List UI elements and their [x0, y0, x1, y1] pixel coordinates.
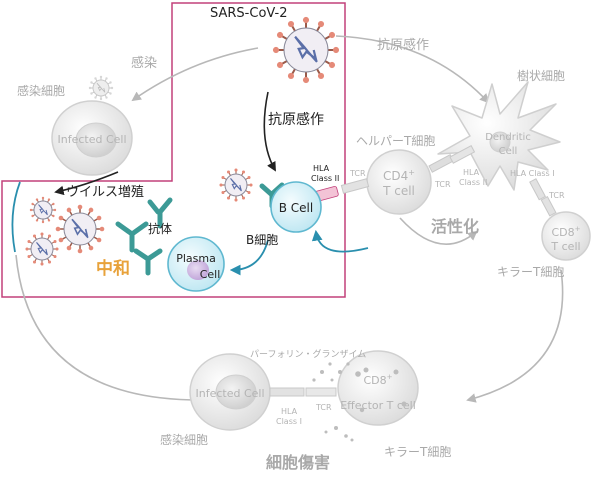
- infection-label: 感染: [131, 55, 157, 71]
- antibody-icon-1: [115, 221, 149, 253]
- killer-t-jp-label-bottom: キラーT細胞: [384, 445, 451, 459]
- plasma-cell-text-1: Plasma: [176, 252, 216, 265]
- cd8-text-1: CD8+: [551, 225, 580, 239]
- antibody-label: 抗体: [148, 221, 172, 236]
- antibody-icon-2: [147, 197, 173, 229]
- dendritic-cell-jp-label: 樹状細胞: [517, 69, 565, 83]
- helper-t-jp-label: ヘルパーT細胞: [356, 134, 435, 148]
- helper-t-cell: CD4+ T cell: [366, 149, 432, 215]
- killer-t-jp-label-right: キラーT細胞: [497, 265, 564, 279]
- plasma-cell-text-2: Cell: [200, 268, 221, 281]
- perforin-granule-dots: [312, 362, 407, 442]
- antigen-presentation-label-right: 抗原感作: [377, 37, 429, 53]
- tcr-bottom-label: TCR: [315, 403, 332, 412]
- virus-replication-label: ウイルス増殖: [66, 184, 144, 200]
- infected-cell-bottom-text: Infected Cell: [195, 387, 264, 400]
- sars-cov-2-virus-icon: [272, 16, 340, 84]
- cd8-dendritic-receptor: HLA Class I TCR: [510, 169, 565, 217]
- infected-cell-jp-label-bottom: 感染細胞: [160, 432, 208, 447]
- black-arrows: [54, 91, 276, 196]
- effector-receptor: HLA Class I TCR: [269, 387, 337, 426]
- gray-flow-arrows: [15, 35, 564, 405]
- replicating-virus-icon-bottom: [25, 232, 59, 266]
- small-virus-icon-gray: [88, 75, 114, 101]
- cytotoxicity-label: 細胞傷害: [266, 453, 330, 472]
- infected-cell-top: Infected Cell: [51, 100, 133, 176]
- cd8-t-cell: CD8+ T cell: [541, 211, 591, 261]
- antigen-presentation-label-center: 抗原感作: [268, 111, 324, 128]
- tcr-cd4-right-label: TCR: [434, 180, 451, 189]
- highlight-border: [1, 2, 346, 298]
- replicating-virus-icon-large: [55, 204, 105, 254]
- b-cell-bound-virus-icon: [219, 168, 253, 202]
- b-cell-text: B Cell: [279, 201, 313, 215]
- neutralization-label: 中和: [96, 258, 130, 279]
- infected-cell-top-text: Infected Cell: [57, 133, 126, 146]
- hla-class-ii-b-label-1: HLA: [313, 164, 330, 173]
- infected-cell-bottom: Infected Cell: [189, 353, 271, 431]
- virus-name-label: SARS-CoV-2: [210, 6, 288, 21]
- cd4-text-1: CD4+: [383, 168, 415, 183]
- hla-class-i-bottom-label-1: HLA: [281, 407, 298, 416]
- plasma-cell: Plasma Cell: [167, 236, 225, 292]
- hla-class-i-dc-label: HLA Class I: [510, 169, 555, 178]
- hla-class-i-bottom-label-2: Class I: [276, 417, 302, 426]
- b-cell: B Cell: [270, 181, 322, 233]
- antibody-icon-3: [133, 248, 163, 276]
- cd4-text-2: T cell: [382, 184, 415, 198]
- activation-label: 活性化: [431, 217, 479, 236]
- cd8-text-2: T cell: [550, 240, 580, 253]
- hla-class-ii-dc-label-2: Class II: [459, 178, 487, 187]
- effector-t-cell: CD8+ Effector T cell: [337, 350, 419, 426]
- hla-class-ii-b-label-2: Class II: [311, 174, 339, 183]
- dendritic-cell-text-2: Cell: [499, 146, 518, 157]
- effector-text-1: CD8+: [363, 373, 392, 387]
- tcr-cd8-label: TCR: [548, 191, 565, 200]
- cd4-dendritic-receptor: TCR HLA Class II: [428, 145, 487, 189]
- dendritic-cell: Dendritic Cell: [437, 81, 561, 191]
- tcr-cd4-left-label: TCR: [349, 169, 366, 178]
- blue-arrows: [11, 181, 369, 276]
- dendritic-cell-text-1: Dendritic: [485, 132, 531, 143]
- hla-class-ii-dc-label-1: HLA: [463, 168, 480, 177]
- b-cell-jp-label: B細胞: [246, 233, 278, 247]
- replicating-virus-icon-small: [29, 196, 57, 224]
- perforin-granzyme-label: パーフォリン・グランザイム: [250, 348, 366, 360]
- infected-cell-jp-label: 感染細胞: [17, 83, 65, 98]
- effector-text-2: Effector T cell: [340, 399, 416, 412]
